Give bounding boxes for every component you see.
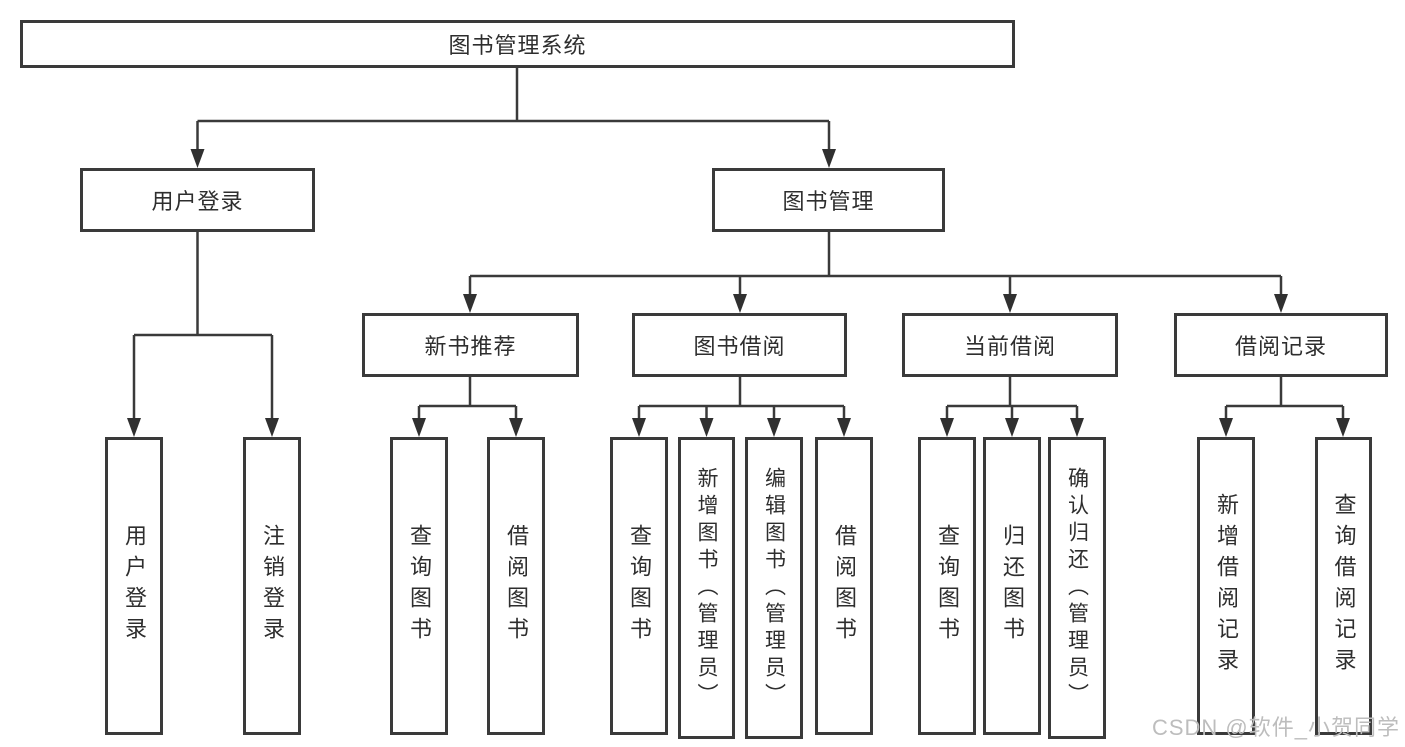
leaf-edit-book-admin: 编辑图书（管理员） (745, 437, 803, 739)
leaf-borrow-book-2: 借阅图书 (815, 437, 873, 735)
leaf-query-books-2: 查询图书 (610, 437, 668, 735)
node-book-borrowing: 图书借阅 (632, 313, 847, 377)
csdn-watermark: CSDN @软件_小贺同学 (1151, 715, 1400, 740)
leaf-query-books-3: 查询图书 (918, 437, 976, 735)
node-borrowing-records: 借阅记录 (1174, 313, 1388, 377)
node-current-borrowing: 当前借阅 (902, 313, 1118, 377)
node-book-management: 图书管理 (712, 168, 945, 232)
node-root: 图书管理系统 (20, 20, 1015, 68)
leaf-add-borrow-record: 新增借阅记录 (1197, 437, 1255, 735)
leaf-borrow-book-1: 借阅图书 (487, 437, 545, 735)
leaf-add-book-admin: 新增图书（管理员） (678, 437, 735, 739)
leaf-return-book: 归还图书 (983, 437, 1041, 735)
leaf-query-books-1: 查询图书 (390, 437, 448, 735)
node-user-login: 用户登录 (80, 168, 315, 232)
leaf-user-login: 用户登录 (105, 437, 163, 735)
node-new-book-recommend: 新书推荐 (362, 313, 579, 377)
leaf-logout: 注销登录 (243, 437, 301, 735)
leaf-confirm-return-admin: 确认归还（管理员） (1048, 437, 1106, 739)
leaf-query-borrow-record: 查询借阅记录 (1315, 437, 1372, 735)
